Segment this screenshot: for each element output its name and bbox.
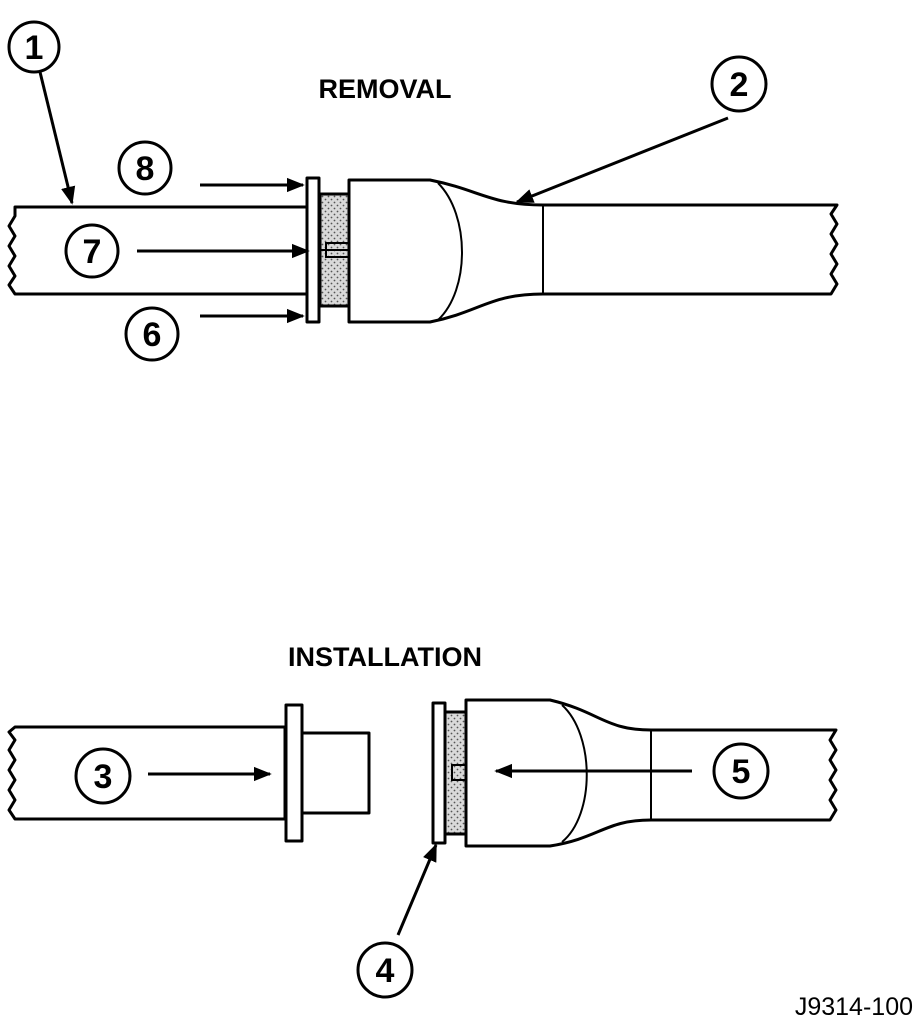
callout-7: 7 <box>64 223 120 279</box>
removal-heading: REMOVAL <box>319 74 452 104</box>
callout-3: 3 <box>74 747 132 805</box>
install-seal <box>443 710 468 836</box>
install-shaft-left <box>7 725 287 821</box>
callout-5: 5 <box>712 742 770 800</box>
leader-4 <box>396 843 438 936</box>
leader-1 <box>38 71 76 205</box>
install-shaft-pilot <box>300 731 371 815</box>
svg-text:2: 2 <box>730 66 749 104</box>
callout-8: 8 <box>117 140 173 196</box>
tool-curve <box>437 182 463 321</box>
shaft-flange <box>305 176 321 324</box>
svg-text:8: 8 <box>136 150 155 188</box>
svg-text:3: 3 <box>94 758 113 796</box>
svg-text:1: 1 <box>25 29 44 67</box>
seal-ring <box>431 701 447 845</box>
install-tool-curve <box>561 704 588 843</box>
svg-text:6: 6 <box>143 316 162 354</box>
leader-2 <box>515 116 729 204</box>
callout-2: 2 <box>710 55 768 113</box>
install-shaft-flange <box>284 703 304 843</box>
svg-text:7: 7 <box>83 233 102 271</box>
callout-6: 6 <box>124 306 180 362</box>
svg-text:5: 5 <box>732 753 751 791</box>
callout-4: 4 <box>356 941 414 999</box>
svg-text:4: 4 <box>376 952 395 990</box>
installation-heading: INSTALLATION <box>288 642 482 672</box>
installation-section: INSTALLATION 3 5 4 <box>7 642 838 999</box>
removal-section: REMOVAL 1 2 8 <box>7 20 839 362</box>
remover-tool <box>347 178 839 324</box>
callout-1: 1 <box>7 20 61 74</box>
figure-reference: J9314-100 <box>795 993 913 1021</box>
